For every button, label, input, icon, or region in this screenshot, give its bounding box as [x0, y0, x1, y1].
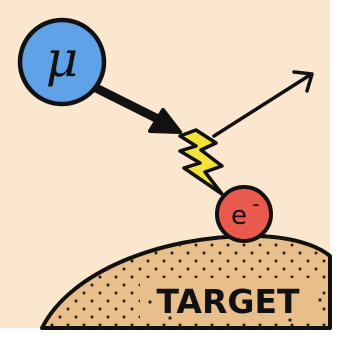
incoming-arrow-shaft: [91, 83, 165, 125]
target: TARGET: [40, 234, 332, 330]
electron-particle: e -: [215, 185, 273, 243]
scattered-arrow: [212, 70, 314, 138]
incoming-arrow: [91, 83, 182, 134]
electron-circle: [215, 185, 273, 243]
muon-symbol: μ: [46, 30, 79, 88]
target-dot: [148, 300, 152, 304]
muon-particle: μ: [17, 17, 107, 107]
electron-symbol: e: [231, 201, 247, 231]
target-label-backdrop: [140, 278, 320, 322]
target-label: TARGET: [156, 282, 300, 321]
scattered-arrow-shaft: [212, 73, 312, 138]
target-dot: [288, 318, 292, 322]
target-dot: [168, 316, 172, 320]
incoming-arrow-head-icon: [148, 108, 182, 134]
lightning-bolt-icon: [178, 128, 224, 196]
target-dot: [318, 298, 322, 302]
scattered-arrow-head-icon: [292, 70, 314, 93]
muon-circle: [17, 17, 107, 107]
electron-charge: -: [252, 192, 259, 216]
